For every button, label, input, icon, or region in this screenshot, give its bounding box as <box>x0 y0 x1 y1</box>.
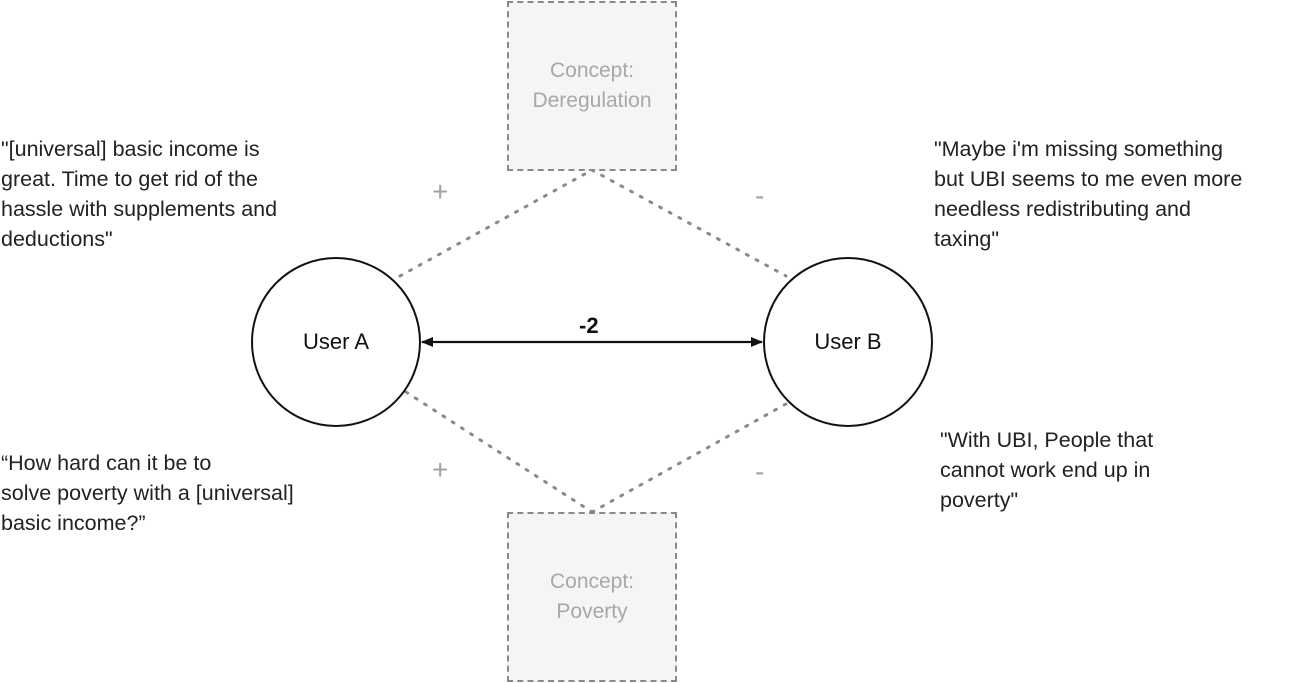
user-a-node: User A <box>251 257 421 427</box>
user-b-bottom-quote: "With UBI, People that cannot work end u… <box>940 428 1154 512</box>
user-a-top-quote: "[universal] basic income is great. Time… <box>1 137 278 251</box>
edge-usera-poverty <box>404 390 594 514</box>
sign-b-top: - <box>755 180 765 211</box>
sign-b-bottom: - <box>755 456 765 487</box>
edge-usera-deregulation <box>398 168 594 278</box>
concept-poverty-label: Concept: Poverty <box>549 570 635 623</box>
edge-userb-poverty <box>590 402 788 514</box>
concept-deregulation-box: Concept: Deregulation <box>507 1 677 171</box>
concept-deregulation-label: Concept: Deregulation <box>532 59 652 112</box>
user-b-node: User B <box>763 257 933 427</box>
user-b-label: User B <box>814 329 882 354</box>
sign-a-bottom: + <box>432 454 449 485</box>
relation-weight-label: -2 <box>579 313 599 338</box>
concept-poverty-box: Concept: Poverty <box>507 512 677 682</box>
edge-userb-deregulation <box>590 168 788 278</box>
user-b-top-quote: "Maybe i'm missing something but UBI see… <box>934 137 1243 251</box>
user-a-label: User A <box>302 329 370 354</box>
user-a-bottom-quote: “How hard can it be to solve poverty wit… <box>1 451 294 535</box>
sign-a-top: + <box>432 176 449 207</box>
